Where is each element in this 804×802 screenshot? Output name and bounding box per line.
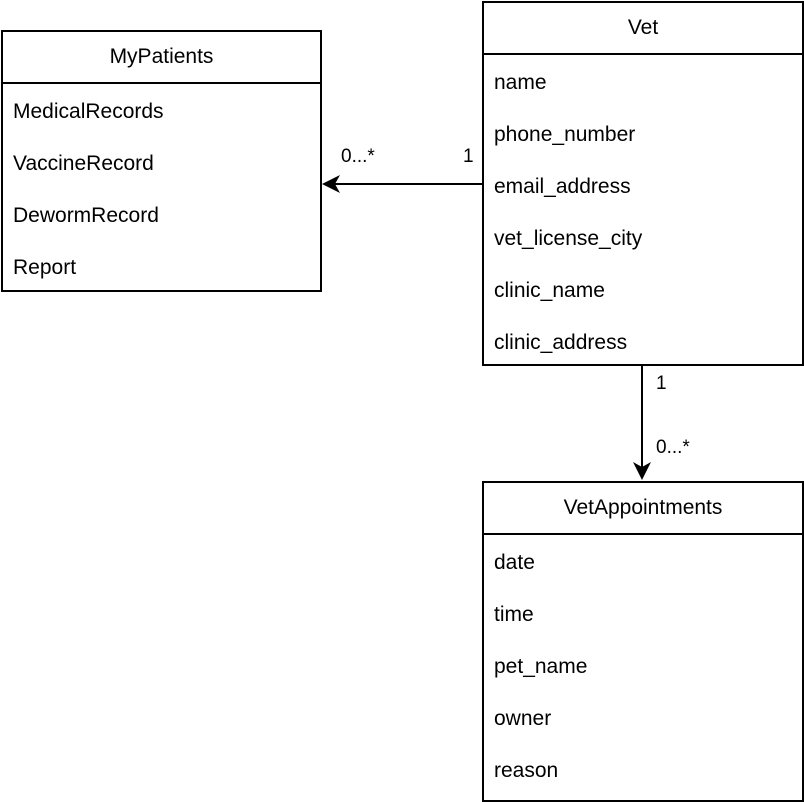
class-vetappointments[interactable]: VetAppointments date time pet_name owner… — [482, 481, 804, 802]
multiplicity-vet-end-horizontal: 1 — [463, 146, 474, 167]
attribute-clinic-address: clinic_address — [494, 331, 628, 354]
attribute-owner: owner — [494, 707, 552, 730]
class-vetappointments-name: VetAppointments — [484, 483, 802, 535]
attribute-dewormrecord: DewormRecord — [13, 204, 159, 227]
multiplicity-vet-end-vertical: 1 — [656, 373, 667, 394]
class-vet-attributes: name phone_number email_address vet_lice… — [484, 55, 802, 369]
attribute-pet-name: pet_name — [494, 655, 588, 678]
class-mypatients-name: MyPatients — [3, 32, 320, 84]
attribute-medicalrecords: MedicalRecords — [13, 100, 164, 123]
attribute-vet-license-city: vet_license_city — [494, 227, 643, 250]
attribute-report: Report — [13, 256, 77, 279]
attribute-phone-number: phone_number — [494, 123, 636, 146]
attribute-vaccinerecord: VaccineRecord — [13, 152, 154, 175]
class-mypatients[interactable]: MyPatients MedicalRecords VaccineRecord … — [1, 30, 322, 292]
class-vet-name: Vet — [484, 3, 802, 55]
multiplicity-vetappointments-end: 0...* — [656, 437, 690, 458]
attribute-date: date — [494, 551, 535, 574]
arrowhead-to-vetappointments — [633, 462, 651, 480]
multiplicity-mypatients-end: 0...* — [341, 146, 375, 167]
attribute-time: time — [494, 603, 534, 626]
class-vetappointments-attributes: date time pet_name owner reason — [484, 535, 802, 797]
attribute-reason: reason — [494, 759, 559, 782]
class-mypatients-attributes: MedicalRecords VaccineRecord DewormRecor… — [3, 84, 320, 294]
attribute-name: name — [494, 71, 547, 94]
class-vet[interactable]: Vet name phone_number email_address vet_… — [482, 1, 804, 366]
attribute-clinic-name: clinic_name — [494, 279, 605, 302]
arrowhead-to-mypatients — [322, 175, 340, 193]
attribute-email-address: email_address — [494, 175, 631, 198]
